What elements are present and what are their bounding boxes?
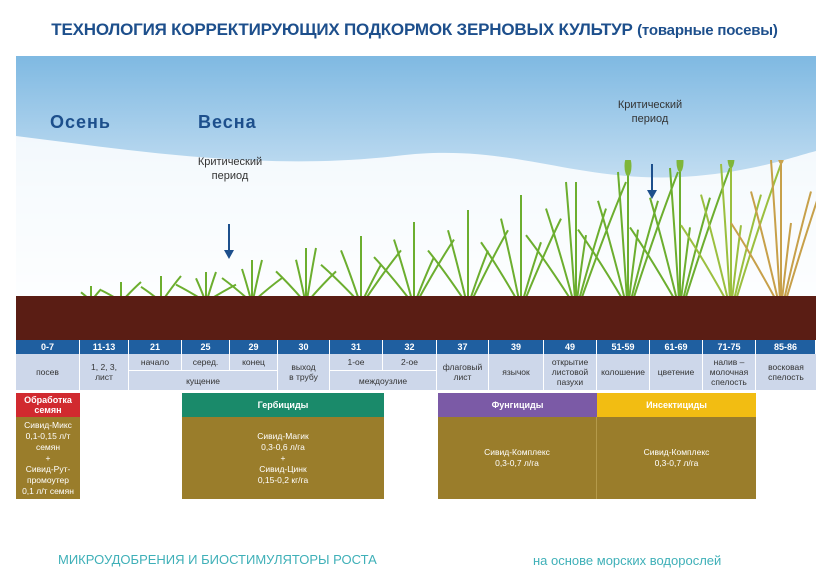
herbicides-tag: Гербициды — [182, 393, 384, 417]
arrow-down-icon — [647, 164, 657, 199]
title-sub: (товарные посевы) — [637, 22, 778, 39]
stage-code: 71-75 — [703, 340, 756, 354]
stage-code: 61-69 — [650, 340, 703, 354]
stage-code: 39 — [489, 340, 544, 354]
label-middle: серед. — [182, 354, 230, 370]
label-ligule: язычок — [489, 354, 544, 390]
wheat-plant — [730, 160, 816, 314]
stage-code: 30 — [278, 340, 330, 354]
label-heading: колошение — [597, 354, 650, 390]
stage-code: 31 — [330, 340, 383, 354]
stage-code: 49 — [544, 340, 597, 354]
label-start: начало — [129, 354, 182, 370]
stage-code: 51-59 — [597, 340, 650, 354]
label-internode: междоузлие — [330, 371, 437, 390]
fungicides-box: Сивид-Комплекс 0,3-0,7 л/га — [438, 417, 597, 499]
season-spring: Весна — [198, 112, 257, 132]
wheat-plant — [680, 160, 782, 314]
stage-code: 21 — [129, 340, 182, 354]
herbicides-box: Сивид-Магик 0,3-0,6 л/га + Сивид-Цинк 0,… — [182, 417, 384, 499]
seed-treatment-box: Сивид-Микс 0,1-0,15 л/т семян + Сивид-Ру… — [16, 417, 80, 499]
label-first: 1-ое — [330, 354, 383, 370]
arrow-down-icon — [224, 224, 234, 259]
title-main: ТЕХНОЛОГИЯ КОРРЕКТИРУЮЩИХ ПОДКОРМОК ЗЕРН… — [51, 20, 633, 39]
label-tillering: кущение — [129, 371, 278, 390]
stage-labels: посев 1, 2, 3,лист начало серед. конец к… — [16, 354, 816, 390]
wheat-plant — [427, 210, 509, 314]
sky-background — [16, 56, 816, 301]
label-sowing: посев — [16, 354, 80, 390]
insecticides-tag: Инсектициды — [597, 393, 756, 417]
critical-period-spring: Критический период — [197, 156, 263, 182]
label-flowering: цветение — [650, 354, 703, 390]
stage-code: 11-13 — [80, 340, 129, 354]
stage-code: 0-7 — [16, 340, 80, 354]
wheat-plant — [577, 160, 679, 314]
label-leaves: 1, 2, 3,лист — [80, 354, 129, 390]
label-end: конец — [230, 354, 278, 370]
footer-right: на основе морских водорослей — [533, 553, 722, 568]
stage-code: 32 — [383, 340, 437, 354]
season-autumn: Осень — [50, 112, 111, 132]
critical-period-summer: Критический период — [617, 99, 683, 125]
soil-strip — [16, 296, 816, 340]
label-second: 2-ое — [383, 354, 437, 370]
wheat-plant — [629, 160, 731, 314]
insecticides-box: Сивид-Комплекс 0,3-0,7 л/га — [597, 417, 756, 499]
page-title: ТЕХНОЛОГИЯ КОРРЕКТИРУЮЩИХ ПОДКОРМОК ЗЕРН… — [0, 20, 829, 40]
stage-code: 85-86 — [756, 340, 816, 354]
stage-code: 29 — [230, 340, 278, 354]
footer-left: МИКРОУДОБРЕНИЯ И БИОСТИМУЛЯТОРЫ РОСТА — [58, 552, 377, 567]
stage-code: 25 — [182, 340, 230, 354]
fungicides-tag: Фунгициды — [438, 393, 597, 417]
stage-code: 37 — [437, 340, 489, 354]
